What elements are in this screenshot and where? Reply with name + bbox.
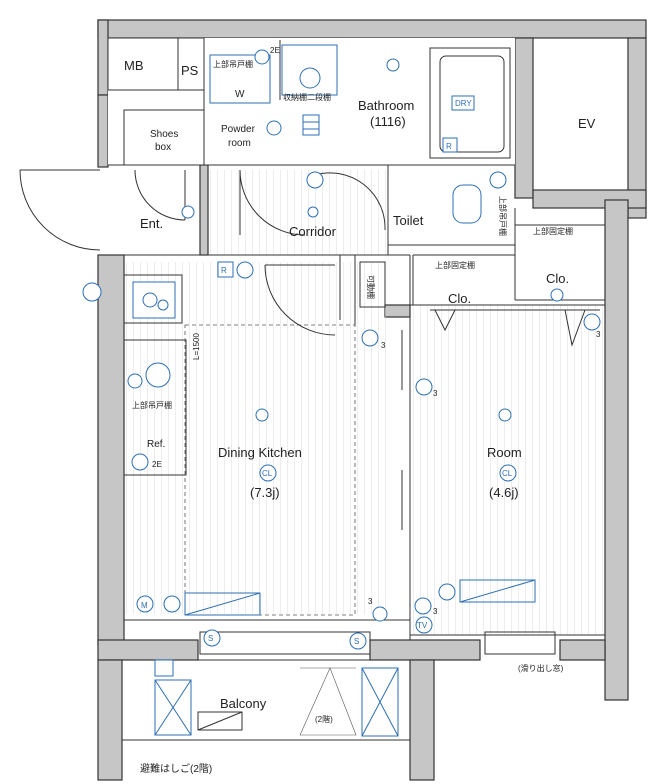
powder-2e-label: 2E	[270, 46, 280, 55]
washer-label: W	[235, 89, 245, 100]
refrigerator-label: Ref.	[147, 439, 165, 450]
closet-1-label: Clo.	[448, 291, 471, 306]
entrance-label: Ent.	[140, 216, 163, 231]
evac-ladder-note: 避難はしご(2階)	[140, 762, 212, 775]
smoke-detector-2: S	[354, 637, 359, 646]
upper-cabinet-toilet-note: 上部吊戸棚	[498, 196, 508, 236]
annotations: 上部吊戸棚 上部吊戸棚 収納棚二段棚 上部固定棚 上部固定棚 (滑り出し窓) 避…	[132, 59, 573, 775]
closet-2-label: Clo.	[546, 271, 569, 286]
outlet-3-a: 3	[381, 341, 386, 350]
upper-fixed-shelf-note-1: 上部固定棚	[533, 226, 573, 236]
room-labels: MB PS EV Shoes box Ent. Powder room W Ba…	[124, 58, 596, 711]
dry-label: DRY	[455, 99, 472, 108]
bath-receptacle-symbol: R	[446, 142, 452, 151]
tv-symbol: TV	[417, 621, 428, 630]
corridor-label: Corridor	[289, 224, 337, 239]
ceiling-height-note: L=1500	[192, 333, 201, 360]
receptacle-symbol: R	[221, 266, 227, 275]
ref-2e-label: 2E	[152, 460, 162, 469]
smoke-detector-1: S	[208, 634, 213, 643]
bathroom-size: (1116)	[370, 114, 406, 129]
outlet-3-d: 3	[433, 607, 438, 616]
upper-cabinet-note-2: 上部吊戸棚	[132, 400, 172, 410]
ps-label: PS	[181, 63, 199, 78]
doors	[19, 169, 586, 530]
second-floor-note: (2階)	[315, 714, 333, 724]
movable-shelf-note: 可動棚	[366, 275, 376, 299]
dining-kitchen-label: Dining Kitchen	[218, 445, 302, 460]
outlet-3-b: 3	[433, 389, 438, 398]
outlet-3-c: 3	[596, 330, 601, 339]
outlet-3-e: 3	[368, 597, 373, 606]
balcony-fixtures	[154, 631, 556, 737]
dining-kitchen-size: (7.3j)	[250, 485, 280, 500]
bathroom-label: Bathroom	[358, 98, 414, 113]
dk-cl-symbol: CL	[262, 469, 273, 478]
mb-label: MB	[124, 58, 144, 73]
shoes-box-label-2: box	[155, 142, 171, 153]
shoes-box-label-1: Shoes	[150, 129, 178, 140]
storage-shelf-note: 収納棚二段棚	[283, 92, 331, 102]
electrical-symbols: CL CL M TV S S R R 2E 2E	[82, 46, 601, 650]
multimedia-symbol: M	[141, 601, 148, 610]
partitions	[107, 37, 606, 741]
sliding-window-note: (滑り出し窓)	[518, 663, 564, 673]
upper-fixed-shelf-note-2: 上部固定棚	[435, 260, 475, 270]
ev-label: EV	[578, 116, 596, 131]
equipment: DRY	[132, 44, 536, 616]
toilet-label: Toilet	[393, 213, 424, 228]
room-size: (4.6j)	[489, 485, 519, 500]
room-cl-symbol: CL	[502, 469, 513, 478]
powder-room-label-1: Powder	[221, 124, 256, 135]
balcony-label: Balcony	[220, 696, 267, 711]
upper-cabinet-note-1: 上部吊戸棚	[213, 59, 253, 69]
powder-room-label-2: room	[228, 138, 251, 149]
room-label: Room	[487, 445, 522, 460]
